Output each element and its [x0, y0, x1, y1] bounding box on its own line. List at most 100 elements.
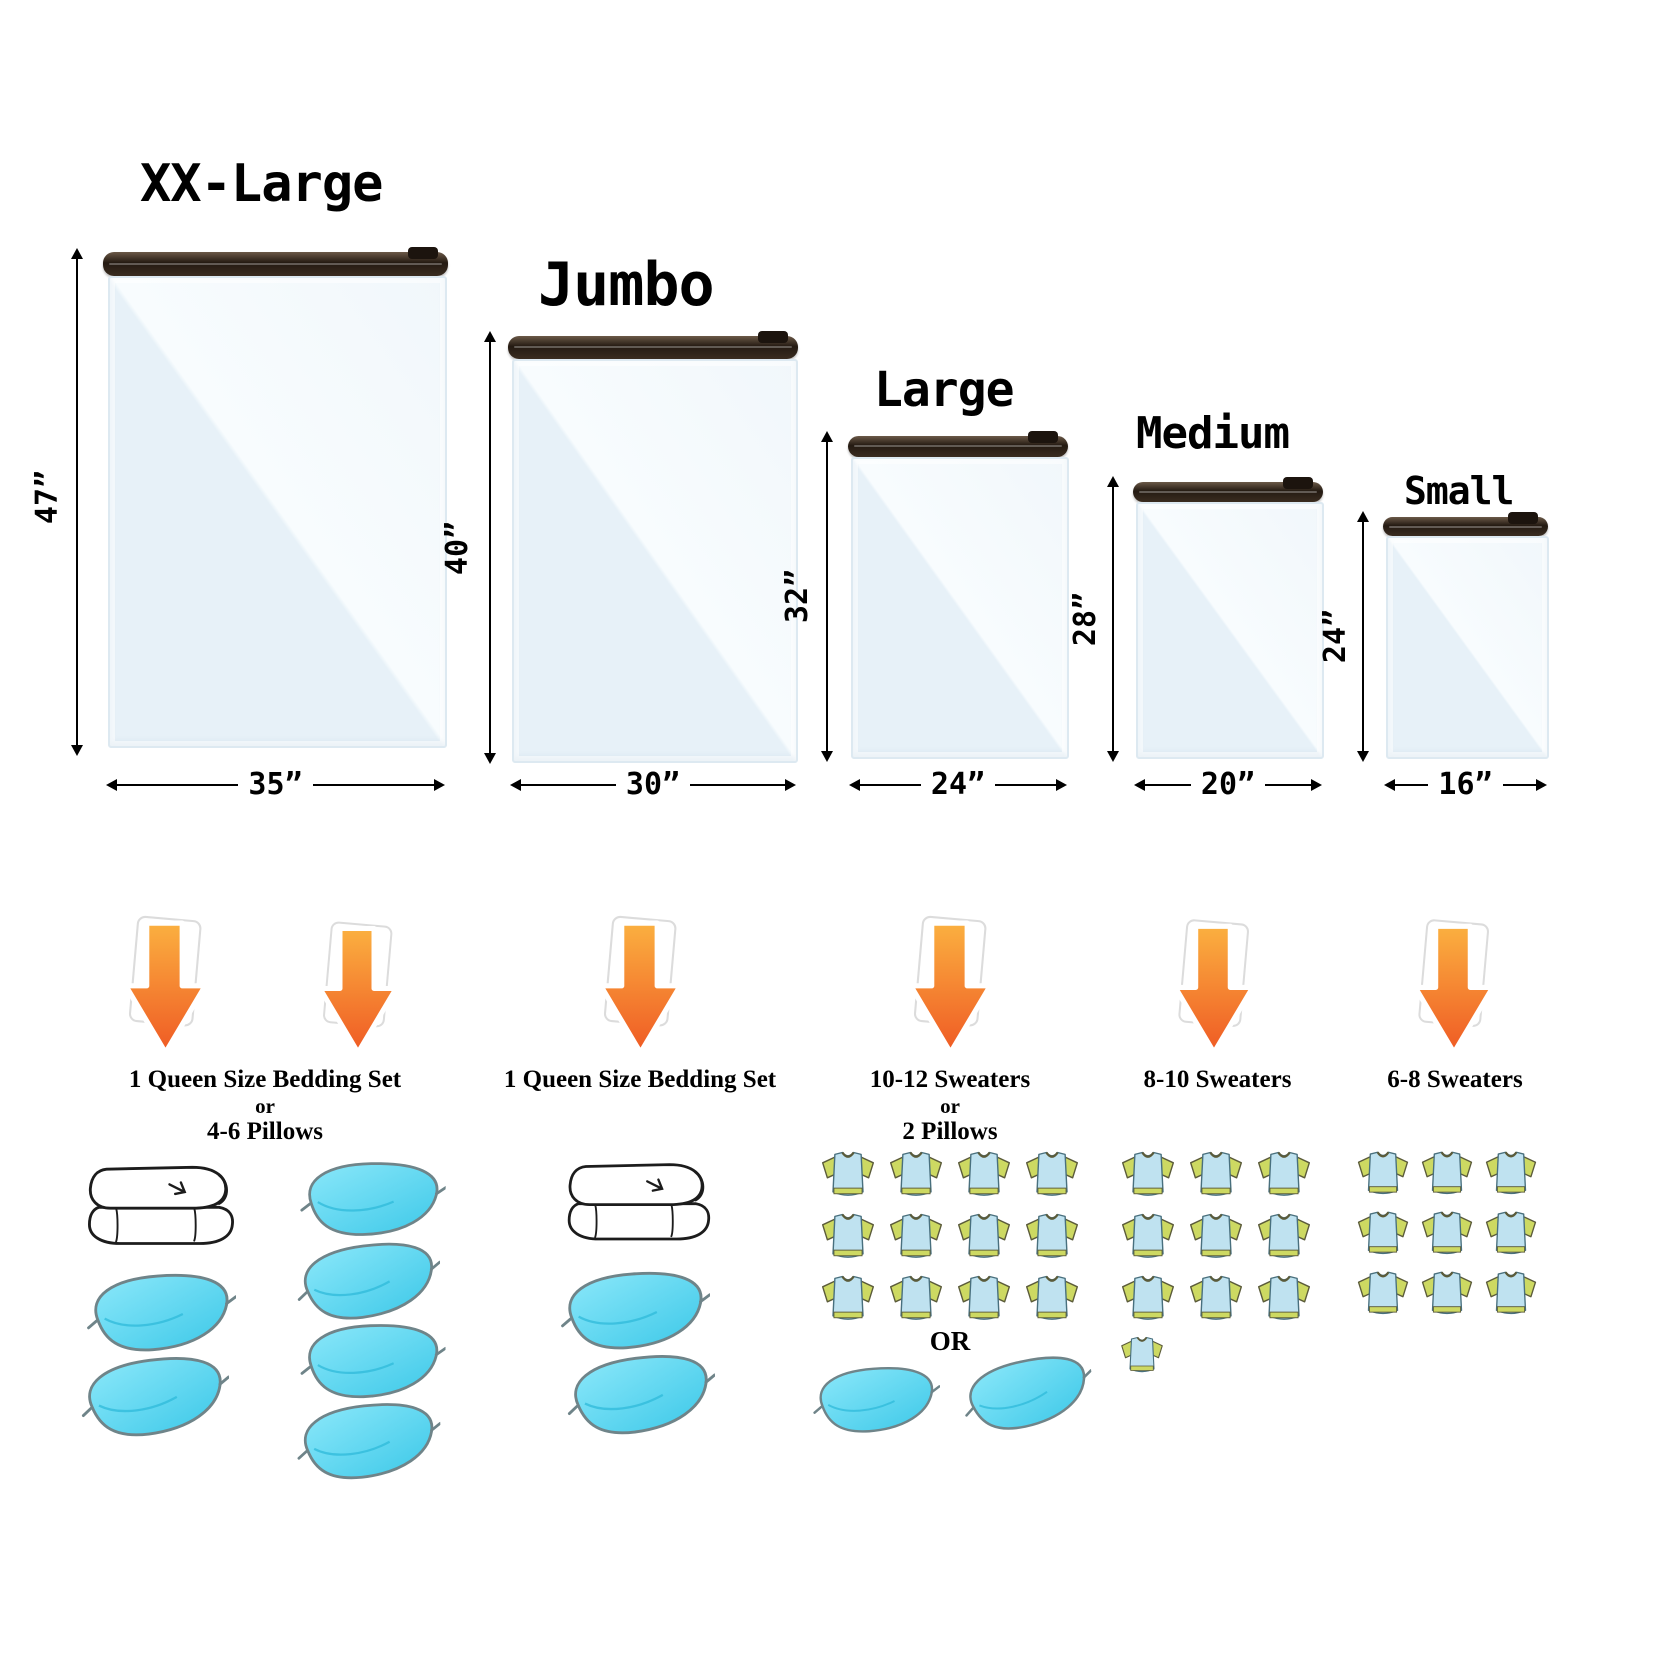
sweater-icon — [818, 1148, 878, 1202]
width-label-medium: 20” — [1200, 767, 1256, 802]
height-dimension-arrow-jumbo — [484, 331, 496, 764]
sweater-icon — [886, 1272, 946, 1326]
bag-title-jumbo: Jumbo — [538, 250, 715, 320]
bag-title-medium: Medium — [1136, 408, 1290, 459]
sweater-icon — [1022, 1272, 1082, 1326]
capacity-caption-jumbo: 1 Queen Size Bedding Set — [495, 1066, 785, 1095]
pillow-icon — [86, 1268, 236, 1360]
down-arrow-icon — [893, 915, 1008, 1065]
pillow-icon — [812, 1362, 940, 1440]
sweater-icon — [1482, 1208, 1540, 1260]
sweater-icon — [1022, 1148, 1082, 1202]
sweater-icon — [818, 1210, 878, 1264]
down-arrow-icon — [583, 915, 698, 1065]
sweater-icon — [1186, 1210, 1246, 1264]
sweater-grid-large — [818, 1148, 1094, 1326]
caption-line: 10-12 Sweaters — [869, 1066, 1031, 1093]
bag-title-small: Small — [1404, 469, 1514, 513]
sweater-icon — [954, 1272, 1014, 1326]
bag-body-large — [851, 457, 1069, 759]
width-dimension-arrow-xxlarge: 35” — [105, 767, 446, 802]
down-arrow-icon — [1398, 918, 1510, 1065]
height-dimension-arrow-xxlarge — [71, 248, 83, 756]
pillow-icon — [78, 1348, 233, 1448]
caption-line: or — [255, 1093, 275, 1118]
height-label-small: 24” — [1318, 608, 1353, 664]
sweater-icon — [954, 1148, 1014, 1202]
sweater-icon — [1254, 1272, 1314, 1326]
bag-zipper-large — [848, 431, 1068, 457]
height-label-medium: 28” — [1068, 591, 1103, 647]
caption-line: 6-8 Sweaters — [1387, 1066, 1523, 1093]
caption-line: 1 Queen Size Bedding Set — [503, 1066, 777, 1093]
caption-line: 8-10 Sweaters — [1143, 1066, 1292, 1093]
sweater-icon — [1254, 1148, 1314, 1202]
height-dimension-arrow-large — [821, 431, 833, 762]
bag-zipper-medium — [1133, 477, 1323, 502]
sweater-icon — [1482, 1268, 1540, 1320]
capacity-caption-small: 6-8 Sweaters — [1355, 1066, 1555, 1095]
sweater-icon — [1354, 1268, 1412, 1320]
capacity-caption-large: 10-12 Sweaters or 2 Pillows — [820, 1066, 1080, 1147]
arrow-segment — [1134, 779, 1191, 791]
sweater-grid-small — [1354, 1148, 1550, 1320]
arrow-segment — [1383, 779, 1429, 791]
width-dimension-arrow-medium: 20” — [1134, 767, 1322, 802]
down-arrow-icon — [303, 920, 413, 1065]
sweater-icon — [1118, 1210, 1178, 1264]
comforter-icon — [558, 1146, 716, 1253]
sweater-icon — [886, 1148, 946, 1202]
sweater-icon — [1354, 1148, 1412, 1200]
caption-line: 4-6 Pillows — [207, 1117, 323, 1145]
sweater-icon — [1418, 1148, 1476, 1200]
bag-title-large: Large — [874, 362, 1014, 418]
arrow-segment — [312, 779, 446, 791]
sweater-icon — [1118, 1272, 1178, 1326]
sweater-icon — [1118, 1334, 1166, 1377]
bag-title-xxlarge: XX-Large — [140, 154, 383, 214]
sweater-icon — [818, 1272, 878, 1326]
arrow-segment — [690, 779, 796, 791]
caption-line: 2 Pillows — [902, 1117, 998, 1145]
arrow-segment — [510, 779, 616, 791]
sweater-icon — [1254, 1210, 1314, 1264]
bag-zipper-xxlarge — [103, 247, 448, 276]
width-dimension-arrow-small: 16” — [1383, 767, 1548, 802]
arrow-segment — [849, 779, 921, 791]
sweater-icon — [1118, 1148, 1178, 1202]
width-dimension-arrow-large: 24” — [849, 767, 1067, 802]
arrow-segment — [105, 779, 239, 791]
height-label-jumbo: 40” — [440, 520, 475, 576]
pillow-icon — [560, 1266, 710, 1358]
height-dimension-arrow-small — [1357, 511, 1369, 762]
capacity-caption-xxlarge: 1 Queen Size Bedding Set or 4-6 Pillows — [75, 1066, 455, 1147]
sweater-icon — [1482, 1148, 1540, 1200]
arrow-segment — [1265, 779, 1322, 791]
height-label-xxlarge: 47” — [30, 469, 65, 525]
sweater-icon — [1418, 1268, 1476, 1320]
width-label-large: 24” — [930, 767, 986, 802]
pillow-icon — [564, 1346, 719, 1446]
bag-zipper-jumbo — [508, 331, 798, 359]
width-label-small: 16” — [1438, 767, 1493, 802]
sweater-icon — [1186, 1272, 1246, 1326]
sweater-icon — [1354, 1208, 1412, 1260]
arrow-segment — [1502, 779, 1548, 791]
or-divider-label: OR — [929, 1326, 971, 1356]
comforter-icon — [78, 1148, 240, 1258]
down-arrow-icon — [108, 915, 223, 1065]
caption-line: or — [940, 1093, 960, 1118]
sweater-icon — [1186, 1148, 1246, 1202]
pillow-icon — [957, 1345, 1099, 1444]
bag-body-xxlarge — [108, 276, 447, 748]
bag-body-small — [1386, 536, 1549, 759]
bag-zipper-small — [1383, 512, 1548, 536]
width-label-xxlarge: 35” — [248, 767, 303, 802]
bag-body-medium — [1136, 502, 1324, 759]
bag-body-jumbo — [512, 359, 798, 763]
capacity-caption-medium: 8-10 Sweaters — [1110, 1066, 1325, 1095]
pillow-icon — [294, 1395, 442, 1489]
sweater-icon — [1418, 1208, 1476, 1260]
sweater-grid-medium — [1118, 1148, 1326, 1377]
